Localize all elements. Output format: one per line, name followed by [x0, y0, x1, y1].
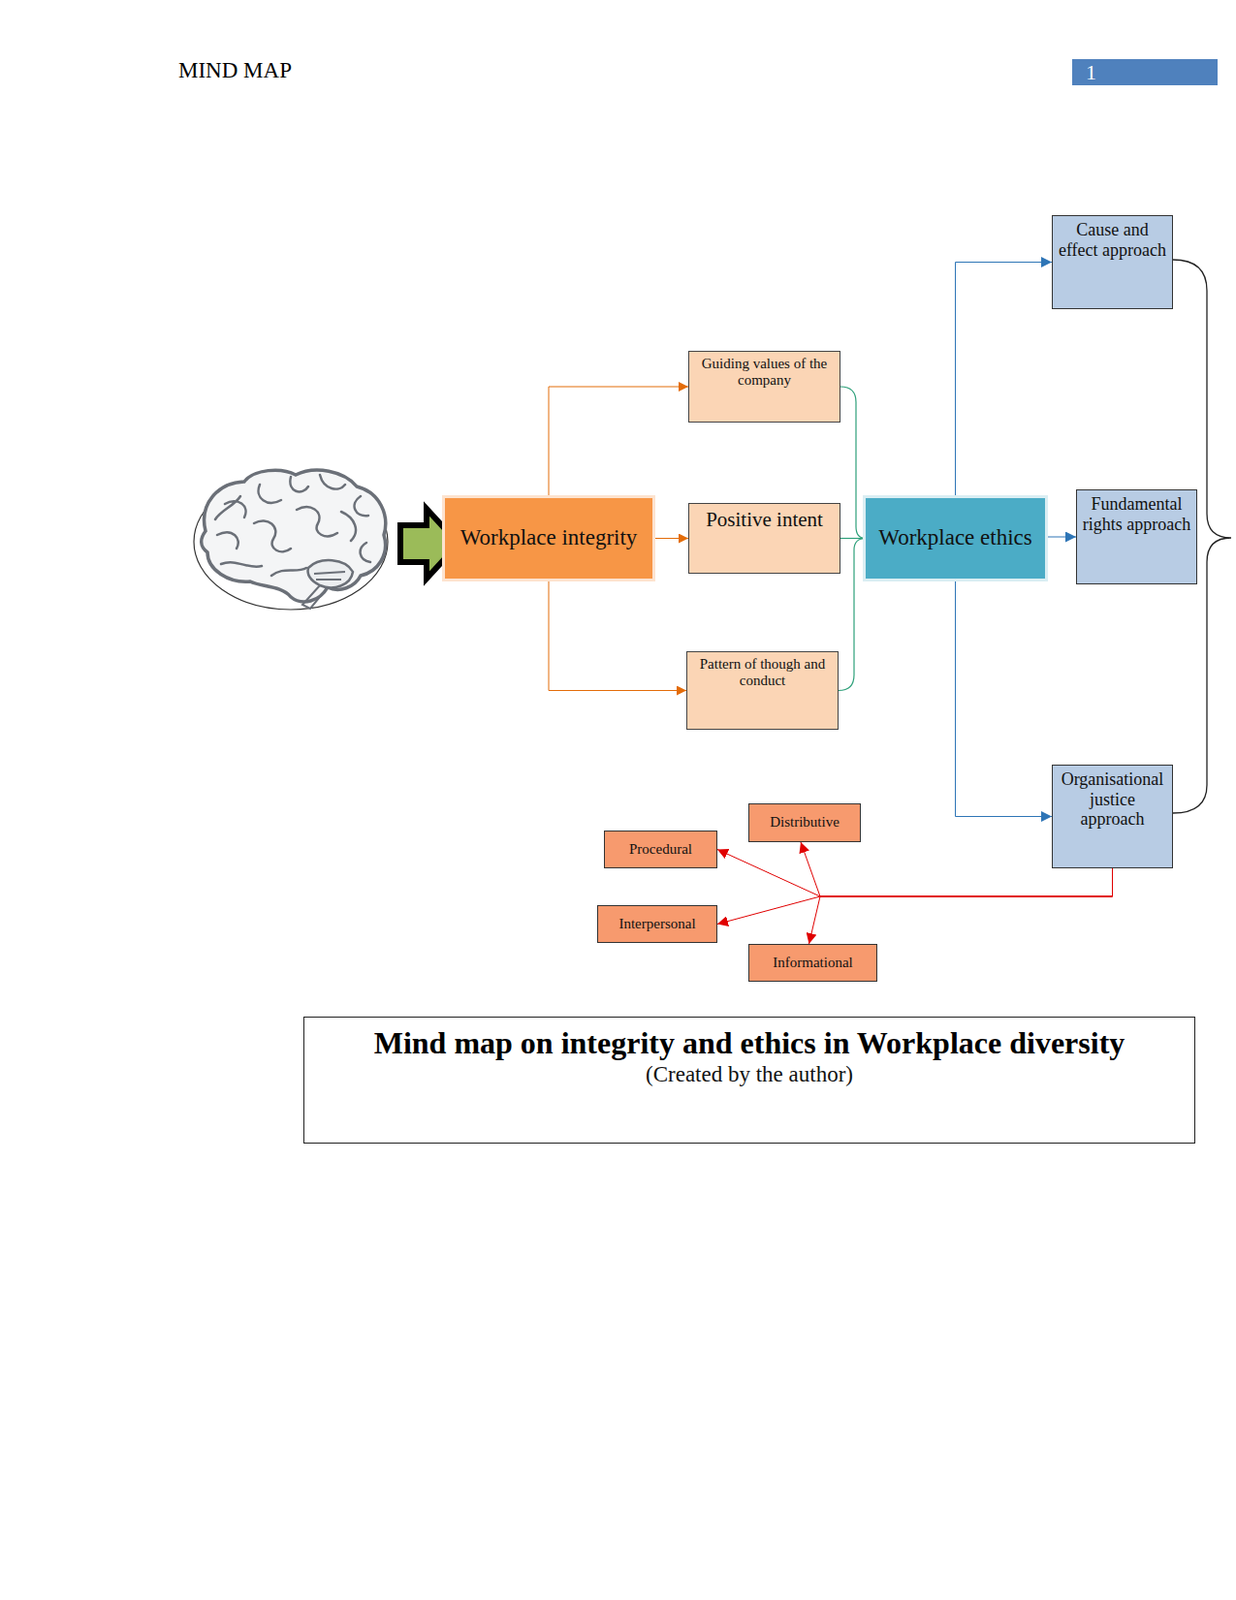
node-text: Interpersonal: [602, 916, 712, 933]
brain-gyri: [215, 475, 371, 576]
connector: [840, 386, 866, 539]
justice-type-box: Distributive: [748, 803, 861, 843]
node-text: Informational: [754, 954, 872, 972]
node-text: Guiding values of the company: [694, 355, 835, 390]
justice-type-box: Interpersonal: [597, 905, 718, 944]
node-text: Organisational justice approach: [1057, 769, 1168, 830]
approach-box: Fundamental rights approach: [1076, 489, 1198, 585]
approach-box: Cause and effect approach: [1051, 215, 1173, 310]
node-text: Positive intent: [694, 507, 835, 532]
main-topic-box: Workplace integrity: [444, 498, 653, 579]
caption: (Created by the author): [304, 1061, 1195, 1089]
connector: [809, 868, 1113, 945]
main-topic-box: Workplace ethics: [865, 498, 1046, 579]
approach-box: Organisational justice approach: [1051, 764, 1173, 869]
connector: [548, 386, 689, 499]
connector: [548, 578, 687, 692]
node-text: Workplace integrity: [449, 525, 648, 551]
connector: [955, 578, 1053, 818]
connector: [955, 262, 1053, 500]
brain-stem: [302, 571, 346, 609]
page-number: 1: [1085, 59, 1097, 86]
node-text: Cause and effect approach: [1057, 220, 1168, 260]
page-number-bar: 1: [1072, 59, 1218, 86]
node-text: Distributive: [754, 814, 856, 831]
justice-type-box: Informational: [748, 944, 878, 983]
node-text: Pattern of though and conduct: [692, 656, 833, 691]
header-text: MIND MAP: [178, 58, 292, 84]
connector: [838, 538, 866, 692]
subtopic-box: Pattern of though and conduct: [686, 651, 839, 730]
brain-shape: [201, 470, 386, 603]
justice-type-box: Procedural: [603, 830, 718, 869]
node-text: Procedural: [609, 841, 712, 858]
title: Mind map on integrity and ethics in Work…: [304, 1025, 1195, 1062]
node-text: Fundamental rights approach: [1081, 494, 1192, 535]
connector: [1045, 537, 1077, 539]
subtopic-box: Guiding values of the company: [688, 350, 841, 423]
node-text: Workplace ethics: [870, 525, 1041, 551]
connector: [652, 538, 689, 539]
title-box: Mind map on integrity and ethics in Work…: [303, 1016, 1196, 1144]
subtopic-box: Positive intent: [688, 503, 841, 574]
